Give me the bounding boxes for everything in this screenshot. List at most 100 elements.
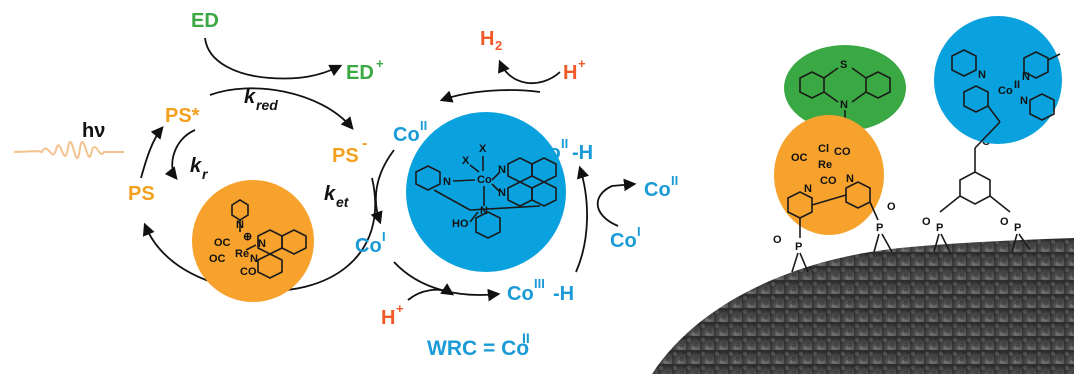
- h-plus-top-label: H +: [563, 56, 586, 84]
- ps-minus-label: PS -: [332, 135, 367, 167]
- svg-text:II: II: [671, 173, 678, 188]
- co-complex-n1: N: [443, 176, 451, 188]
- co-complex-co: Co: [477, 174, 492, 186]
- surface-re-na: N: [804, 183, 812, 195]
- cycle-arrow-co-ii-to-co-i: [370, 149, 395, 225]
- surface-re-nb: N: [846, 173, 854, 185]
- relaxation-arrow: [164, 129, 196, 180]
- phosphonate-anchors: P O P O P O P O: [773, 201, 1031, 273]
- svg-text:-H: -H: [572, 142, 593, 164]
- anchor-p3: P: [936, 222, 943, 234]
- semiconductor-surface: [652, 238, 1074, 374]
- svg-text:-H: -H: [553, 283, 574, 305]
- svg-text:H: H: [563, 62, 577, 84]
- svg-text:II: II: [420, 118, 427, 133]
- co-complex-n2: N: [498, 164, 506, 176]
- ps-star-label: PS*: [165, 105, 200, 127]
- anchor-p1: P: [795, 241, 802, 253]
- svg-text:ED: ED: [346, 62, 374, 84]
- h2-label: H 2: [480, 28, 502, 53]
- svg-text:2: 2: [495, 38, 502, 53]
- co-complex-n4: N: [480, 205, 488, 217]
- co-complex-ho: HO: [452, 218, 469, 230]
- re-oc1: OC: [214, 237, 231, 249]
- svg-text:et: et: [336, 194, 350, 210]
- ed-label: ED: [191, 10, 219, 32]
- svg-text:PS: PS: [332, 145, 359, 167]
- re-n-top: N: [236, 219, 244, 231]
- surface-re-cl: Cl: [818, 143, 829, 155]
- svg-text:II: II: [522, 330, 530, 346]
- anchor-p4: P: [1014, 222, 1021, 234]
- phenothiazine-donor: S N: [784, 45, 906, 131]
- svg-text:+: +: [376, 56, 384, 71]
- svg-text:Co: Co: [393, 124, 420, 146]
- hv-label: hν: [82, 120, 105, 142]
- surface-co-sup: II: [1014, 79, 1020, 91]
- svg-text:r: r: [202, 166, 209, 182]
- cobalt-cycle: H 2 H + Co II Co II -H Co I Co III -: [355, 28, 678, 360]
- k-et-label: k et: [324, 183, 350, 210]
- co-complex-n3: N: [498, 187, 506, 199]
- svg-text:k: k: [324, 183, 336, 205]
- photosensitizer-cycle: hν ED ED + k red PS* PS - PS k r k: [13, 10, 384, 302]
- h2-release-arrow: [498, 59, 561, 85]
- svg-text:+: +: [578, 56, 586, 71]
- svg-text:II: II: [561, 136, 568, 151]
- k-r-label: k r: [190, 155, 209, 182]
- light-wave-icon: [13, 140, 124, 159]
- ps-label: PS: [128, 183, 155, 205]
- surface-co: Co: [998, 85, 1013, 97]
- anchor-o4: O: [1000, 216, 1009, 228]
- svg-text:I: I: [382, 229, 386, 244]
- phenothiazine-s: S: [840, 59, 847, 71]
- surface-re-re: Re: [818, 159, 832, 171]
- ed-oxidation-arrow: [204, 37, 343, 80]
- h-plus-bottom-label: H +: [381, 301, 404, 329]
- svg-text:k: k: [244, 86, 256, 108]
- anchor-o3: O: [922, 216, 931, 228]
- svg-text:k: k: [190, 155, 202, 177]
- svg-text:Co: Co: [355, 235, 382, 257]
- anchor-o2: O: [887, 201, 896, 213]
- surface-co-complex: Co II N N N: [934, 16, 1062, 149]
- re-complex: N ⊕ Re OC OC CO N N: [192, 180, 314, 302]
- svg-text:+: +: [396, 301, 404, 316]
- ed-plus-label: ED +: [346, 56, 384, 84]
- svg-text:H: H: [381, 307, 395, 329]
- surface-panel: S N OC Cl CO Re CO N N P O P O: [652, 16, 1074, 374]
- svg-text:I: I: [637, 224, 641, 239]
- surface-re-oc: OC: [791, 152, 808, 164]
- anchor-o1: O: [773, 234, 782, 246]
- svg-text:Co: Co: [507, 283, 534, 305]
- anchor-p2: P: [876, 222, 883, 234]
- re-oc2: OC: [209, 253, 226, 265]
- co-i-right-label: Co I: [610, 224, 641, 252]
- svg-text:red: red: [256, 97, 278, 113]
- surface-co-nc: N: [978, 69, 986, 81]
- re-n-plus: ⊕: [243, 231, 252, 243]
- surface-re-co1: CO: [834, 146, 851, 158]
- re-co: CO: [240, 266, 257, 278]
- cycle-arrow-ps-star-to-ps-minus: [209, 87, 354, 130]
- k-red-label: k red: [244, 86, 278, 113]
- co-complex: X X Co N N N N HO: [406, 112, 566, 272]
- surface-re-co2: CO: [820, 175, 837, 187]
- svg-text:-: -: [362, 135, 367, 152]
- re-n3: N: [250, 253, 258, 265]
- co-ii-top-label: Co II: [393, 118, 427, 146]
- co-i-left-label: Co I: [355, 229, 386, 257]
- co-iii-h-label: Co III -H: [507, 276, 574, 305]
- svg-text:III: III: [534, 276, 545, 291]
- co-i-to-co-ii-arrow: [596, 178, 637, 227]
- surface-re-complex: OC Cl CO Re CO N N: [774, 115, 884, 238]
- surface-co-nd: N: [1022, 71, 1030, 83]
- re-atom: Re: [235, 248, 249, 260]
- svg-text:WRC = Co: WRC = Co: [427, 337, 529, 360]
- cycle-arrow-co-ii-h-to-co-ii: [439, 89, 541, 103]
- svg-text:Co: Co: [644, 179, 671, 201]
- svg-text:Co: Co: [610, 230, 637, 252]
- surface-co-ne: N: [1020, 95, 1028, 107]
- cycle-arrow-ps-to-ps-star: [140, 126, 164, 179]
